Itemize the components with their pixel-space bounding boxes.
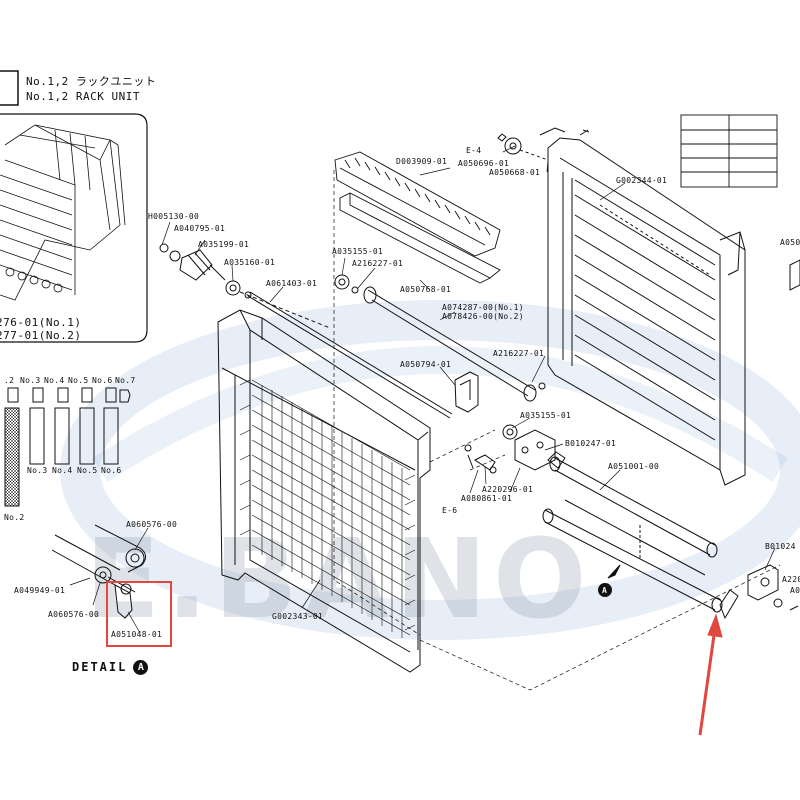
inset-frame (0, 113, 148, 343)
part-label: A035199-01 (198, 240, 250, 249)
part-label: G002343-01 (272, 612, 324, 621)
detail-text: DETAIL (72, 660, 128, 674)
part-label: A050768-01 (400, 285, 452, 294)
part-label: A035155-01 (520, 411, 572, 420)
slot-label: .2 (4, 376, 15, 385)
channel-part (339, 192, 501, 284)
part-label: A220296-01 (482, 485, 534, 494)
mid-parts (464, 424, 566, 474)
leader-lines (333, 170, 781, 691)
main-rack (217, 309, 431, 673)
slot-label: No.6 (92, 376, 113, 385)
right-frame (539, 127, 746, 486)
part-label: B01024 (765, 542, 796, 551)
bracket (454, 371, 479, 413)
slot-rects (4, 387, 131, 507)
slot-label: No.5 (77, 466, 98, 475)
detail-label: DETAIL A (72, 660, 149, 675)
part-label: D003909-01 (396, 157, 448, 166)
part-label: A050668-01 (489, 168, 541, 177)
detail-badge: A (133, 660, 149, 675)
part-label: A050696-01 (458, 159, 510, 168)
part-label: A220 (782, 575, 800, 584)
part-label: A051048-01 (111, 630, 163, 639)
part-label: A080861-01 (461, 494, 513, 503)
part-label: A050 (780, 238, 800, 247)
slot-label: No.4 (52, 466, 73, 475)
slot-label: No.7 (115, 376, 136, 385)
part-label: A035155-01 (332, 247, 384, 256)
inset-rack (0, 124, 126, 301)
part-label: A051001-00 (608, 462, 660, 471)
comb-filter (334, 151, 501, 257)
part-label: A060576-00 (48, 610, 100, 619)
rack-slats (239, 379, 416, 638)
part-label: G002344-01 (616, 176, 668, 185)
slot-label: No.3 (27, 466, 48, 475)
slot-label: No.6 (101, 466, 122, 475)
highlight-box (106, 581, 172, 647)
inset-code-2: 277-01(No.2) (0, 329, 82, 342)
shaft (244, 291, 453, 419)
part-label: A060576-00 (126, 520, 178, 529)
callout-letter: A (602, 586, 608, 595)
part-label: A216227-01 (352, 259, 404, 268)
slot-label: No.4 (44, 376, 65, 385)
header-title-en: No.1,2 RACK UNIT (26, 90, 140, 103)
revision-table (680, 114, 778, 188)
watermark-text: E.BANO (85, 515, 593, 643)
part-label: A0 (790, 586, 800, 595)
part-label: A049949-01 (14, 586, 66, 595)
part-label: B010247-01 (565, 439, 617, 448)
detail-drawing (51, 524, 146, 619)
roller-lower (542, 456, 739, 620)
top-gear (497, 129, 590, 161)
part-label: A074287-00(No.1) (442, 303, 524, 312)
slot-label: No.3 (20, 376, 41, 385)
part-label: A061403-01 (266, 279, 318, 288)
part-label: A078426-00(No.2) (442, 312, 524, 321)
slot-label: No.5 (68, 376, 89, 385)
part-label: A216227-01 (493, 349, 545, 358)
part-label: E-4 (466, 146, 482, 155)
inset-code-1: 276-01(No.1) (0, 316, 82, 329)
red-arrow (698, 613, 723, 736)
label-leaders (69, 145, 776, 634)
part-label: A040795-01 (174, 224, 226, 233)
part-label: E-6 (442, 506, 458, 515)
right-bracket (747, 259, 800, 611)
part-label: A050794-01 (400, 360, 452, 369)
slot-label: No.2 (4, 513, 25, 522)
header-box (0, 70, 19, 106)
part-label: A035160-01 (224, 258, 276, 267)
header-title-jp: No.1,2 ラックユニット (26, 75, 157, 88)
part-label: H005130-00 (148, 212, 200, 221)
